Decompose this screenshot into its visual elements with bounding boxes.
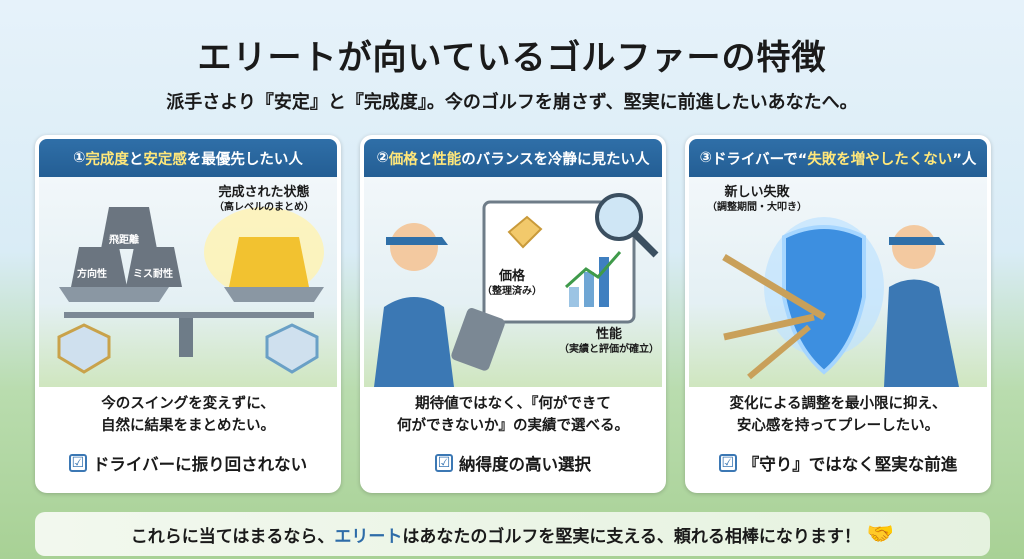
check-icon: ☑ (718, 454, 737, 472)
card-description: 期待値ではなく、『何ができて何ができないか』の実績で選べる。 (397, 396, 629, 434)
card-checkpoint: ☑納得度の高い選択 (360, 451, 666, 475)
weight-label: ミス耐性 (133, 269, 173, 280)
golfer-tablet-icon (374, 193, 659, 387)
card-header: ② 価格と性能のバランスを冷静に見たい人 (364, 139, 662, 177)
card-description: 変化による調整を最小限に抑え、安心感を持ってプレーしたい。 (729, 396, 947, 434)
page-title: エリートが向いているゴルファーの特徴 (197, 38, 827, 78)
card-header: ③ ドライバーで“失敗を増やしたくない”人 (689, 139, 987, 177)
card-stability: ① 完成度と安定感を最優先したい人 飛距離 方向性 ミス耐性 完成された状態（高… (35, 135, 341, 493)
card-description: 今のスイングを変えずに、自然に結果をまとめたい。 (101, 396, 275, 434)
weight-label: 方向性 (77, 269, 107, 280)
card-driver: ③ ドライバーで“失敗を増やしたくない”人 新しい失敗（調整期間・大叩き） 変化… (685, 135, 991, 493)
card-header: ① 完成度と安定感を最優先したい人 (39, 139, 337, 177)
performance-label: 性能（実績と評価が確立） (559, 327, 659, 355)
card-checkpoint: ☑『守り』ではなく堅実な前進 (685, 451, 991, 475)
check-icon: ☑ (68, 454, 87, 472)
golfer-analysis-illustration: 価格（整理済み） 性能（実績と評価が確立） (364, 177, 662, 387)
card-checkpoint: ☑ドライバーに振り回されない (35, 451, 341, 475)
card-balance: ② 価格と性能のバランスを冷静に見たい人 価格（整理済み） 性能（実績と評価が確… (360, 135, 666, 493)
conclusion-banner: これらに当てはまるなら、エリートはあなたのゴルフを堅実に支える、頼れる相棒になり… (35, 512, 990, 556)
gold-label: 完成された状態（高レベルのまとめ） (214, 185, 314, 213)
page-subtitle: 派手さより『安定』と『完成度』。今のゴルフを崩さず、堅実に前進したいあなたへ。 (166, 92, 858, 113)
scale-icon (57, 207, 324, 374)
handshake-icon: 🤝 (866, 521, 895, 547)
price-label: 価格（整理済み） (482, 269, 542, 297)
failure-label: 新しい失敗（調整期間・大叩き） (707, 185, 807, 213)
weight-label: 飛距離 (109, 235, 139, 246)
shield-illustration: 新しい失敗（調整期間・大叩き） (689, 177, 987, 387)
check-icon: ☑ (435, 454, 453, 472)
balance-scale-illustration: 飛距離 方向性 ミス耐性 完成された状態（高レベルのまとめ） (39, 177, 337, 387)
shield-icon (722, 217, 959, 387)
